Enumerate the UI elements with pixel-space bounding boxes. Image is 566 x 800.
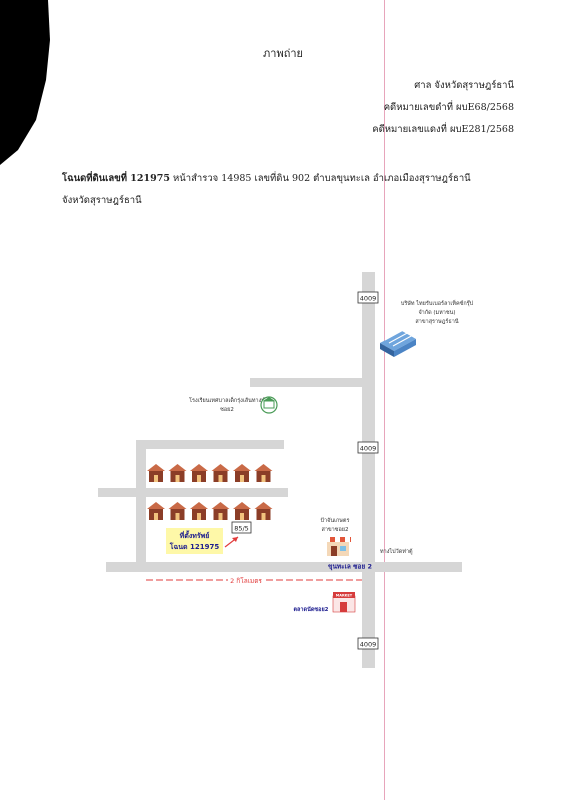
- house-icon: [254, 502, 273, 520]
- roads: [98, 272, 462, 668]
- middle-village-road: [98, 488, 288, 497]
- house-icon: [211, 464, 230, 482]
- shop-name-2: สาขาซอย2: [321, 526, 348, 533]
- black-case-number: คดีหมายเลขดำที่ ผบE68/2568: [383, 102, 514, 113]
- top-village-road: [136, 440, 284, 449]
- distance-label: 2 กิโลเมตร: [230, 577, 262, 585]
- court-name: ศาล จังหวัดสุราษฎร์ธานี: [414, 80, 514, 91]
- house-icon: [168, 464, 187, 482]
- deed-line-1: โฉนดที่ดินเลขที่ 121975 หน้าสำรวจ 14985 …: [62, 171, 471, 186]
- house-icon: [190, 502, 208, 520]
- house-icon: [254, 464, 273, 482]
- school-icon: [260, 396, 278, 414]
- property-label-1: ที่ตั้งทรัพย์: [179, 529, 209, 540]
- market-sign: MARKET: [336, 594, 353, 598]
- document-title: ภาพถ่าย: [263, 47, 303, 60]
- school-name-2: ซอย2: [220, 406, 234, 413]
- shop-name-1: ป้าจันเกษตร: [321, 517, 350, 524]
- road-sign-top: 4009: [357, 291, 379, 304]
- shop-icon: [325, 537, 351, 556]
- soi-2-road: [106, 562, 462, 572]
- house-icon: [190, 464, 208, 482]
- house-icon: [147, 464, 165, 482]
- road-sign-bottom: 4009: [357, 637, 379, 650]
- house-number-tag: 85/5: [231, 521, 252, 534]
- house-icon: [211, 502, 230, 520]
- company-name-3: สาขาสุราษฎร์ธานี: [415, 318, 458, 325]
- road-number-bottom: 4009: [360, 641, 377, 649]
- red-case-number: คดีหมายเลขแดงที่ ผบE281/2568: [372, 124, 514, 135]
- road-number-top: 4009: [360, 295, 377, 303]
- property-label-2: โฉนด 121975: [169, 542, 220, 551]
- road-number-mid: 4009: [360, 445, 377, 453]
- direction-label: ทางไปวัดท่าตู้: [380, 548, 413, 555]
- soi-label: ขุนทะเล ซอย 2: [328, 563, 372, 571]
- house-number: 85/5: [234, 525, 249, 533]
- road-sign-mid: 4009: [357, 441, 379, 454]
- houses-row-1: [147, 464, 273, 482]
- market-label: ตลาดนัดซอย2: [293, 606, 328, 613]
- market-icon: MARKET: [332, 592, 356, 613]
- house-icon: [147, 502, 165, 520]
- house-icon: [233, 502, 251, 520]
- deed-line-2: จังหวัดสุราษฎร์ธานี: [62, 195, 142, 206]
- factory-icon: [380, 328, 416, 357]
- property-marker: ที่ตั้งทรัพย์ โฉนด 121975: [166, 528, 239, 554]
- school-name-1: โรงเรียนเทศบาลเด็กรุ่งเส้นทางพ์: [189, 396, 265, 404]
- margin-line: [384, 0, 385, 800]
- scan-shadow: [0, 0, 50, 165]
- upper-side-road: [250, 378, 375, 387]
- house-icon: [233, 464, 251, 482]
- left-vertical-road: [136, 440, 146, 568]
- main-road-4009: [362, 272, 375, 668]
- property-box: [166, 528, 223, 554]
- houses-row-2: [147, 502, 273, 520]
- deed-detail: หน้าสำรวจ 14985 เลขที่ดิน 902 ตำบลขุนทะเ…: [169, 173, 471, 184]
- company-name-1: บริษัท ไทยรับเบอร์ลาเท็คซ์กรุ๊ป: [401, 299, 474, 307]
- house-icon: [168, 502, 187, 520]
- company-name-2: จำกัด (มหาชน): [418, 309, 455, 316]
- deed-number: โฉนดที่ดินเลขที่ 121975: [62, 173, 170, 184]
